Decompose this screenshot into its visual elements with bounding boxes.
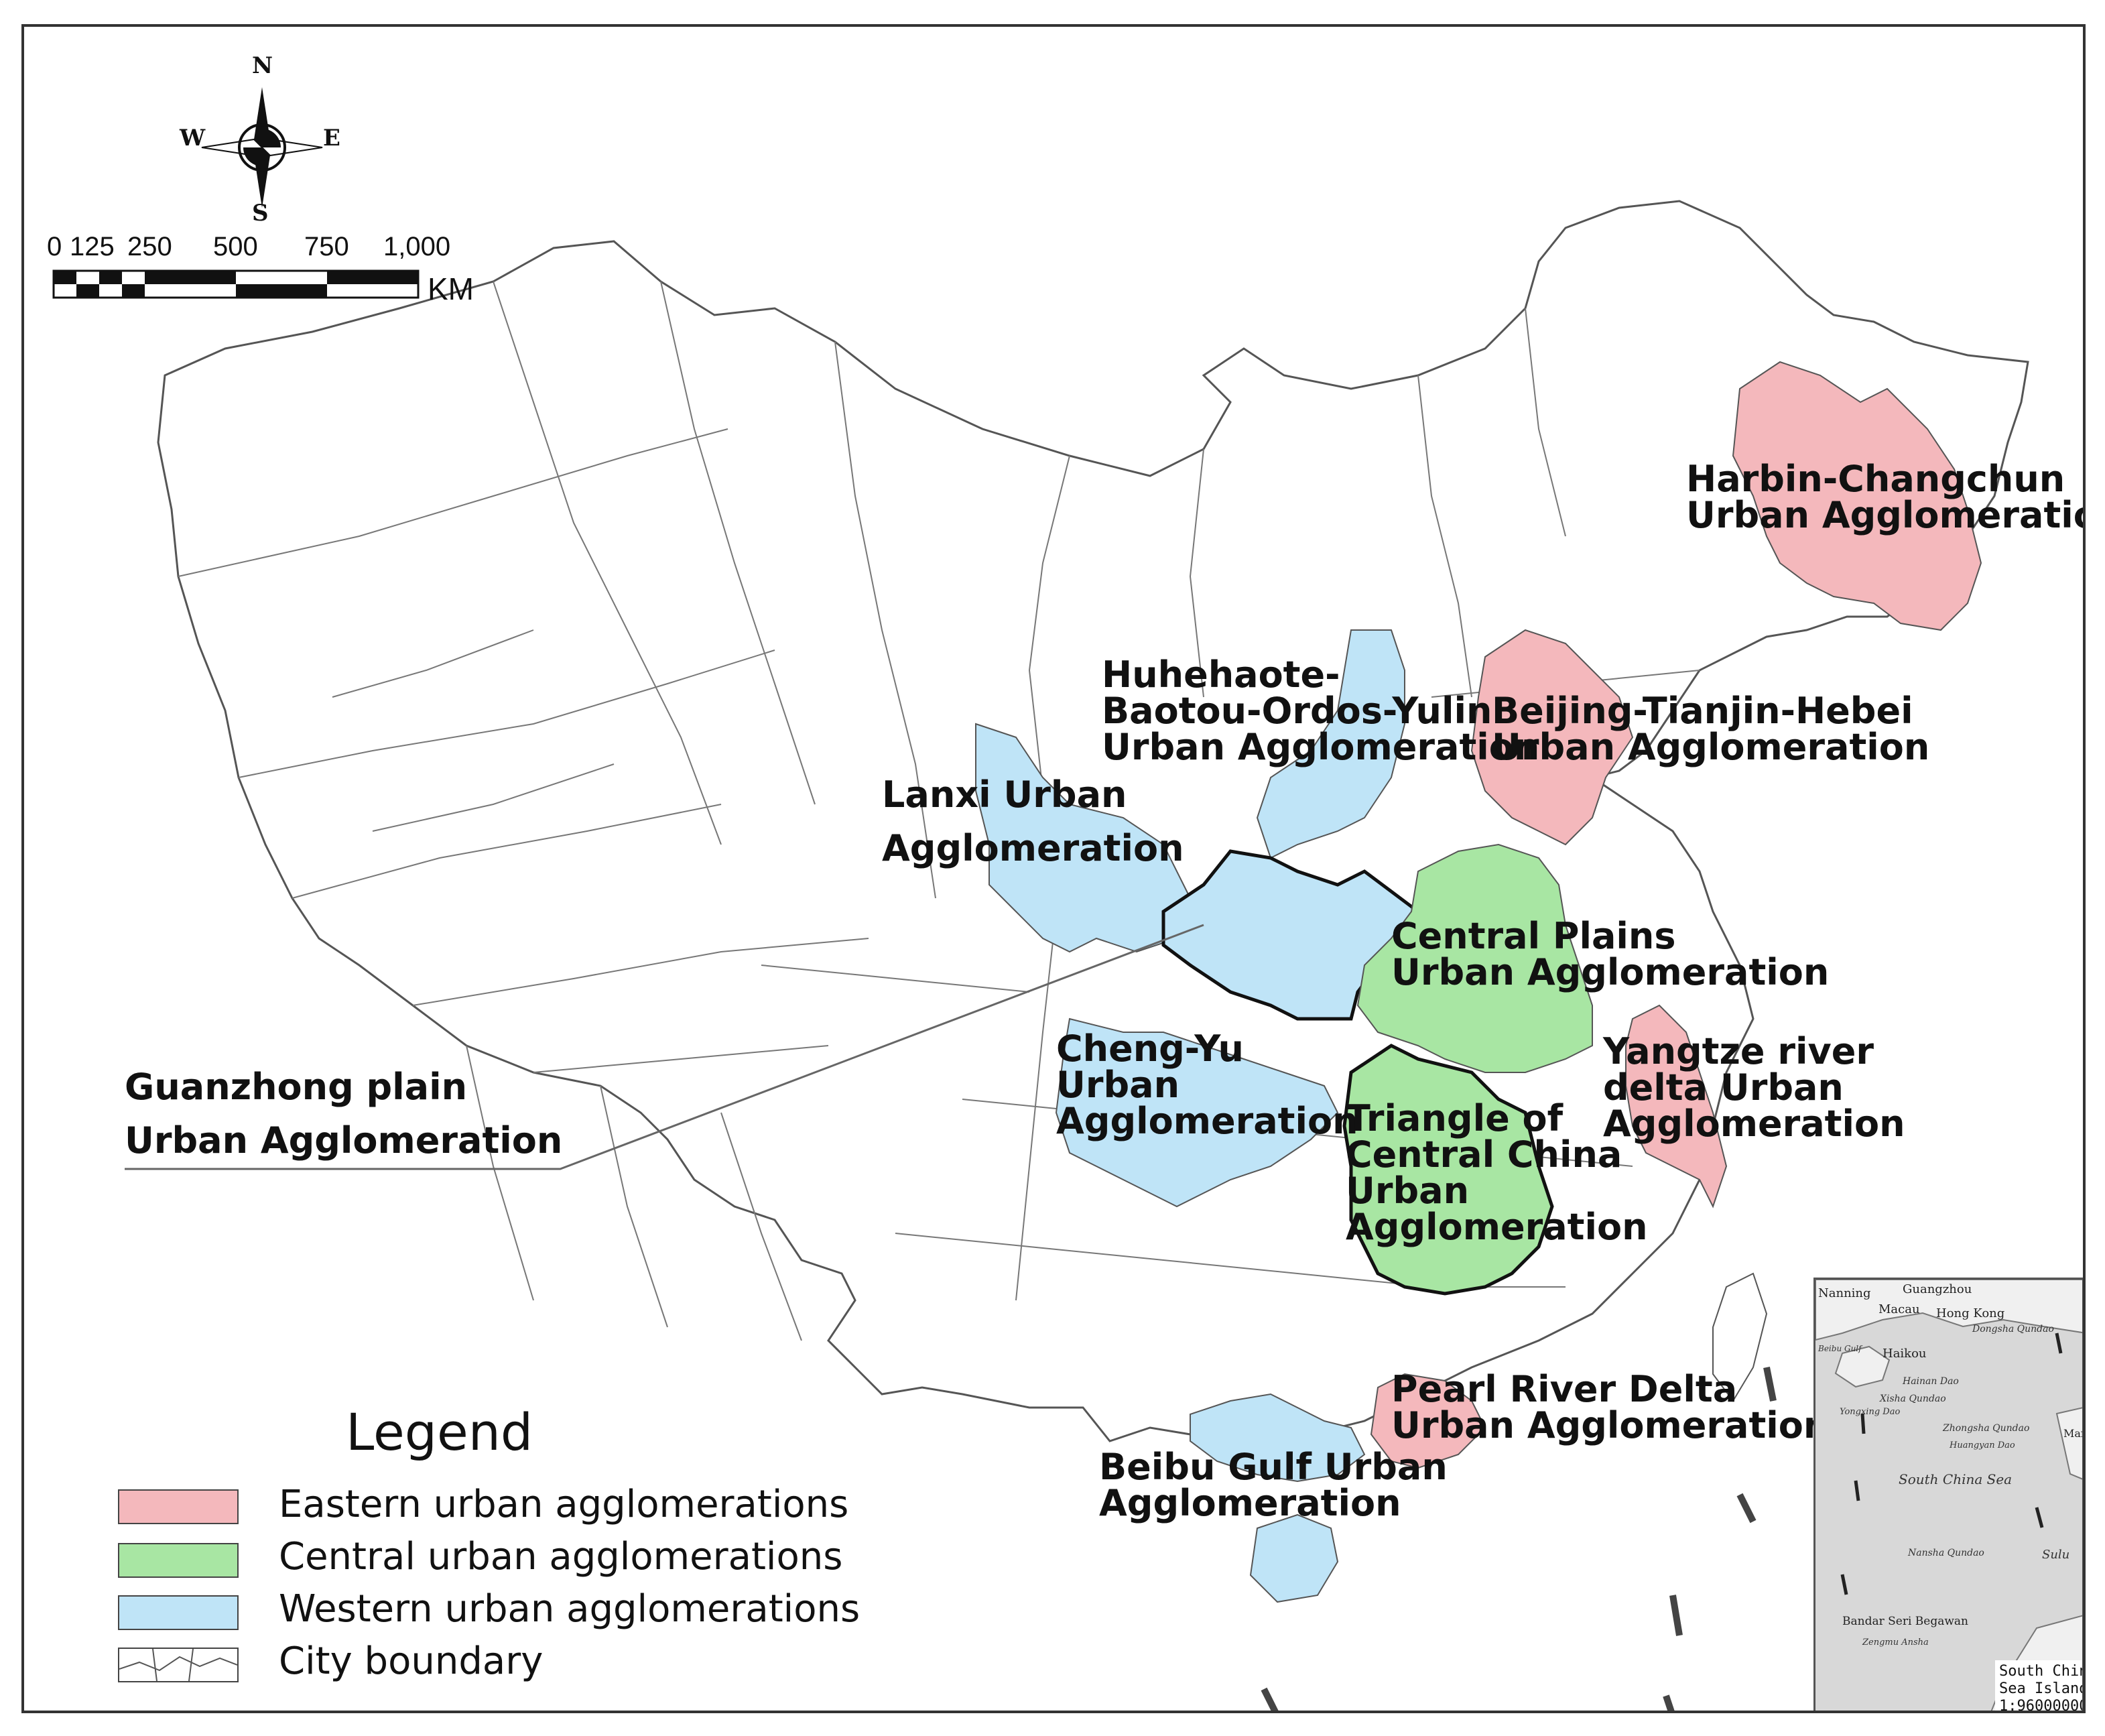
scale-tick-1000: 1,000 [383,232,451,261]
map-frame: N S E W 0 125 250 500 750 1,000 KM Harbi… [21,24,2086,1713]
nine-dash-line [1261,1367,1777,1711]
legend-label-western: Western urban agglomerations [279,1587,860,1631]
inset-place-zengmu-ansha: Zengmu Ansha [1862,1637,1929,1648]
scale-tick-750: 750 [304,232,349,261]
inset-place-hainan-dao: Hainan Dao [1903,1376,1959,1387]
scale-tick-500: 500 [213,232,258,261]
inset-caption: South China Sea Islands 1:96000000 [1995,1660,2082,1711]
label-beibu-gulf: Beibu Gulf Urban Agglomeration [1099,1446,1448,1524]
compass-east: E [323,125,340,151]
label-central-plains: Central Plains Urban Agglomeration [1391,915,1830,993]
legend-swatch-eastern [118,1489,239,1524]
region-triangle-central-china [1342,1044,1554,1296]
region-lanxi [975,723,1192,953]
inset-place-zhongsha-qundao: Zhongsha Qundao [1943,1423,2030,1434]
compass-north: N [252,52,273,79]
legend-swatch-western [118,1595,239,1630]
label-harbin-changchun: Harbin-Changchun Urban Agglomeration [1686,458,2083,536]
region-harbin-changchun [1732,361,1982,631]
label-beijing-tianjin-hebei: Beijing-Tianjin-Hebei Urban Agglomeratio… [1492,690,1930,768]
region-central-plains [1356,843,1593,1073]
inset-place-sulu: Sulu [2042,1548,2070,1562]
label-pearl-river-delta: Pearl River Delta Urban Agglomeration [1391,1368,1830,1446]
region-cheng-yu [1055,1017,1339,1208]
compass-rose [201,87,323,208]
scale-tick-0: 0 [47,232,62,261]
label-lanxi: Lanxi Urban Agglomeration [882,773,1184,869]
legend-label-central: Central urban agglomerations [279,1535,843,1578]
inset-place-huangyan-dao: Huangyan Dao [1950,1440,2015,1450]
china-map [52,87,2029,1711]
legend-swatch-central [118,1543,239,1578]
scale-unit: KM [428,271,474,306]
label-huhehaote-baotou: Huhehaote- Baotou-Ordos-Yulin Urban Aggl… [1102,654,1540,768]
inset-place-yongxing-dao: Yongxing Dao [1840,1407,1901,1417]
region-beijing-tianjin-hebei [1470,629,1634,846]
scale-bar [52,269,420,299]
inset-place-guangzhou: Guangzhou [1903,1282,1972,1296]
legend-title: Legend [346,1402,533,1462]
inset-place-xisha-qundao: Xisha Qundao [1880,1393,1946,1404]
inset-place-south-china-sea: South China Sea [1899,1471,2013,1487]
label-guanzhong-plain: Guanzhong plain Urban Agglomeration [125,1066,563,1162]
legend-label-city-boundary: City boundary [279,1639,544,1683]
inset-place-nansha-qundao: Nansha Qundao [1908,1548,1984,1558]
city-boundaries [178,281,1700,1341]
legend-swatch-city-boundary [118,1648,239,1682]
guanzhong-callout-line [125,924,1204,1170]
label-yangtze-river-delta: Yangtze river delta Urban Agglomeration [1603,1030,1905,1145]
compass-west: W [180,125,206,151]
inset-place-man: Man [2063,1427,2082,1440]
city-boundary-swatch-icon [119,1648,238,1682]
inset-place-bandar-seri-begawan: Bandar Seri Begawan [1842,1615,1969,1628]
region-huhehaote-baotou [1256,629,1405,859]
legend-label-eastern: Eastern urban agglomerations [279,1483,849,1526]
region-beibu-gulf [1190,1393,1366,1483]
region-pearl-river-delta [1370,1373,1486,1469]
compass-south: S [252,200,269,227]
inset-south-china-sea: Nanning Guangzhou Macau Hong Kong Haikou… [1813,1278,2083,1711]
inset-place-nanning: Nanning [1818,1286,1871,1300]
taiwan-island [1712,1272,1768,1402]
inset-place-dongsha-qundao: Dongsha Qundao [1972,1324,2054,1335]
inset-place-hong-kong: Hong Kong [1936,1306,2005,1320]
label-cheng-yu: Cheng-Yu Urban Agglomeration [1056,1028,1358,1142]
hainan-island [1249,1513,1339,1603]
scale-tick-125: 125 [70,232,115,261]
inset-place-macau: Macau [1878,1302,1920,1316]
scale-tick-250: 250 [127,232,172,261]
label-triangle-central-china: Triangle of Central China Urban Agglomer… [1346,1097,1648,1248]
inset-place-beibu-gulf: Beibu Gulf [1818,1344,1862,1353]
inset-place-haikou: Haikou [1883,1347,1927,1361]
region-yangtze-river-delta [1625,1004,1728,1208]
